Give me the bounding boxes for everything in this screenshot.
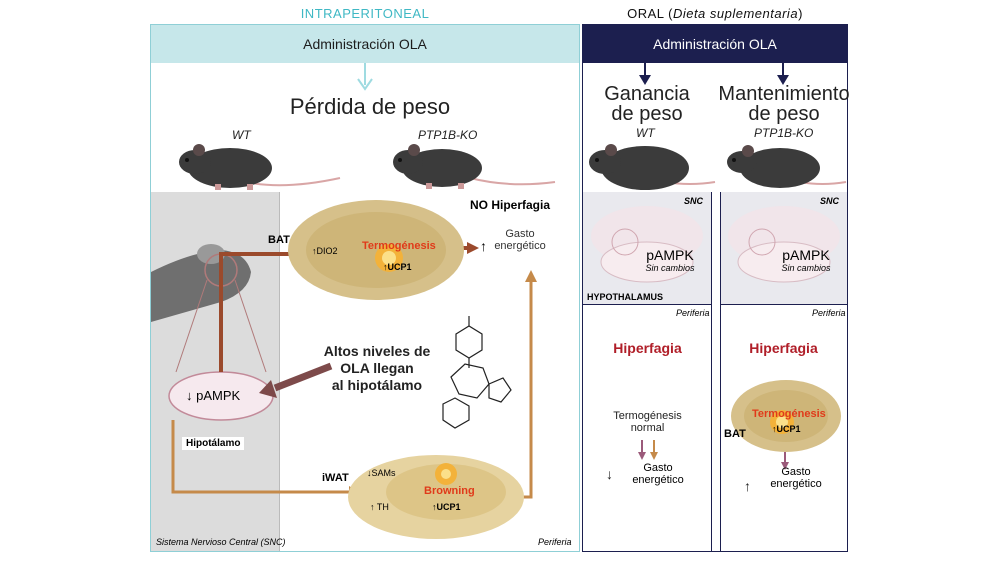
ip-bat-label: BAT: [268, 234, 290, 246]
ip-dio2: ↑DIO2: [312, 246, 338, 256]
oral-left-gasto-l1: Gasto: [643, 462, 673, 474]
oral-right-hyperphagia: Hiperfagia: [749, 340, 818, 356]
oral-left-gasto-l2: energético: [632, 474, 684, 486]
ip-mouse-wt-image: [179, 144, 341, 190]
ip-ucp1: ↑UCP1: [383, 262, 412, 272]
oral-right-ucp1: ↑UCP1: [772, 424, 801, 434]
oral-right-gasto-text: Gasto energético: [756, 466, 836, 490]
mouse-head-silhouette: [151, 250, 251, 322]
oral-left-thermo-l2: normal: [630, 422, 665, 434]
oral-title-end: ): [798, 6, 803, 21]
oral-left-thermo-l1: Termogénesis: [613, 410, 682, 422]
ip-hypothalamus-label: Hipotálamo: [182, 437, 245, 450]
ip-mouse-ko-image: [393, 144, 556, 189]
oral-right-bat-arrow: [781, 452, 789, 470]
ip-periphery-region: [279, 192, 579, 551]
ip-pampk: ↓ pAMPK: [186, 388, 241, 403]
oral-mouse-wt-image: [589, 144, 716, 190]
oral-right-result-l1: Mantenimiento: [718, 83, 850, 105]
oral-left-gasto: ↓: [606, 466, 613, 482]
ip-high-levels-l3: al hipotálamo: [331, 377, 423, 393]
oral-right-ucp1-text: UCP1: [776, 424, 801, 434]
ip-high-levels-l1: Altos niveles de: [323, 343, 431, 359]
oral-left-pampk: pAMPK Sin cambios: [630, 247, 710, 273]
ip-thermogenesis: Termogénesis: [362, 240, 436, 252]
oral-hypothalamus-label: HYPOTHALAMUS: [587, 292, 663, 302]
oral-left-down-arrow: ↓: [606, 466, 613, 482]
oral-title-main: ORAL (: [627, 6, 673, 21]
ip-snc-label: Sistema Nervioso Central (SNC): [156, 537, 286, 547]
oral-left-no-change: Sin cambios: [645, 263, 695, 273]
oral-right-pampk: pAMPK Sin cambios: [766, 247, 846, 273]
oral-mouse-ko-image: [727, 145, 847, 188]
ip-iwat-label: iWAT: [322, 472, 349, 484]
oral-left-result: Ganancia de peso: [587, 84, 707, 124]
ip-admin-header: Administración OLA: [151, 25, 579, 63]
ip-gasto: Gasto energético: [490, 228, 550, 252]
ip-browning: Browning: [424, 485, 475, 497]
ip-gasto-l2: energético: [494, 240, 546, 252]
ip-pampk-text: pAMPK: [196, 388, 241, 403]
oral-left-brain-image: [591, 206, 703, 283]
oral-right-no-change: Sin cambios: [781, 263, 831, 273]
oral-right-periphery-label: Periferia: [812, 308, 846, 318]
ip-periphery-label: Periferia: [538, 537, 572, 547]
oral-right-result-l2: de peso: [748, 103, 820, 125]
oral-right-gasto-l2: energético: [770, 478, 822, 490]
oral-right-bat-tissue: [731, 380, 841, 452]
ip-mouse-ko-label: PTP1B-KO: [418, 128, 478, 142]
ip-browning-ucp1-text: UCP1: [436, 502, 461, 512]
ip-pathway-diagram: [151, 200, 537, 539]
oral-right-snc-label: SNC: [820, 196, 840, 206]
ip-dio2-text: DIO2: [316, 246, 338, 256]
ip-sams: ↓SAMs: [367, 468, 396, 478]
oral-right-result: Mantenimiento de peso: [718, 84, 850, 124]
oral-left-result-l2: de peso: [611, 103, 683, 125]
oral-left-gasto-text: Gasto energético: [618, 462, 698, 486]
oral-right-bat-label: BAT: [724, 428, 746, 440]
oral-left-pampk-text: pAMPK: [646, 247, 694, 263]
oral-right-periphery-box: [720, 304, 847, 551]
ip-no-hyperphagia: NO Hiperfagia: [470, 198, 551, 212]
oral-title-italic: Dieta suplementaria: [672, 6, 799, 21]
ip-admin-label: Administración OLA: [303, 36, 427, 52]
ip-up-arrow-gasto: ↑: [480, 238, 487, 254]
oral-admin-label: Administración OLA: [653, 36, 777, 52]
oral-mouse-wt-label: WT: [636, 126, 655, 140]
oral-left-thermo-arrows: [638, 440, 658, 460]
oral-admin-header: Administración OLA: [583, 25, 847, 63]
ip-weight-result: Pérdida de peso: [289, 94, 451, 119]
oral-left-thermo: Termogénesis normal: [583, 410, 712, 434]
ip-section-title: INTRAPERITONEAL: [300, 6, 430, 21]
ola-molecule-icon: [442, 316, 512, 429]
oral-section-title: ORAL (Dieta suplementaria): [582, 6, 848, 21]
mouse-ear: [197, 244, 225, 264]
oral-right-up-arrow: ↑: [744, 478, 751, 494]
ip-th: ↑ TH: [370, 502, 389, 512]
oral-right-pampk-text: pAMPK: [782, 247, 830, 263]
ip-th-text: TH: [376, 502, 389, 512]
ip-high-levels-l2: OLA llegan: [340, 360, 414, 376]
oral-right-gasto: ↑: [744, 478, 751, 494]
ip-sams-text: SAMs: [371, 468, 396, 478]
oral-down-arrows: [639, 63, 789, 85]
oral-right-thermogenesis: Termogénesis: [752, 408, 826, 420]
oral-right-gasto-l1: Gasto: [781, 466, 811, 478]
ip-ucp1-text: UCP1: [387, 262, 412, 272]
oral-left-periphery-box: [583, 304, 712, 551]
ip-gasto-l1: Gasto: [505, 228, 535, 240]
ip-mouse-wt-label: WT: [232, 128, 251, 142]
oral-left-result-l1: Ganancia: [604, 83, 690, 105]
ip-browning-ucp1: ↑UCP1: [432, 502, 461, 512]
ip-down-arrow: [357, 63, 373, 91]
oral-right-brain-image: [728, 206, 840, 283]
oral-left-periphery-label: Periferia: [676, 308, 710, 318]
ip-high-levels-text: Altos niveles de OLA llegan al hipotálam…: [322, 343, 432, 394]
oral-left-hyperphagia: Hiperfagia: [613, 340, 682, 356]
oral-left-snc-label: SNC: [684, 196, 704, 206]
oral-mouse-ko-label: PTP1B-KO: [754, 126, 814, 140]
oral-panel: [582, 24, 848, 552]
